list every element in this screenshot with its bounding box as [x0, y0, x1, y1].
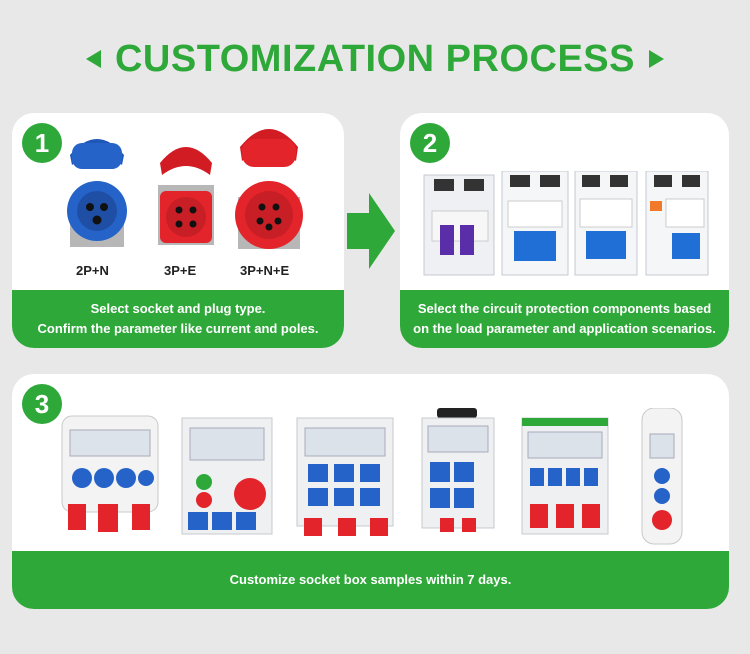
step-3-badge: 3: [22, 384, 62, 424]
step-2-line-2: on the load parameter and application sc…: [413, 321, 716, 336]
step-2-line-1: Select the circuit protection components…: [417, 301, 712, 316]
socket-box-2-icon: [181, 417, 273, 535]
red-socket-small-icon: [158, 147, 214, 245]
breaker-2-icon: [501, 171, 569, 276]
step-1-line-1: Select socket and plug type.: [90, 301, 266, 316]
step-1-card: 1 2P+N 3P+E 3P+N+E Select: [12, 113, 344, 348]
page-header: CUSTOMIZATION PROCESS: [0, 34, 750, 84]
next-step-arrow-icon: [347, 193, 395, 269]
socket-box-6-icon: [641, 408, 683, 545]
step-3-card: 3: [12, 374, 729, 609]
breaker-3-icon: [574, 171, 638, 276]
step-1-description: Select socket and plug type. Confirm the…: [12, 290, 344, 348]
step-3-description: Customize socket box samples within 7 da…: [12, 551, 729, 609]
step-2-description: Select the circuit protection components…: [400, 290, 729, 348]
plug-label-2p-n: 2P+N: [76, 263, 109, 278]
step-2-card: 2: [400, 113, 729, 348]
socket-box-3-icon: [296, 417, 394, 536]
plug-label-3p-n-e: 3P+N+E: [240, 263, 290, 278]
circuit-breaker-icons: [423, 171, 709, 276]
socket-box-4-icon: [421, 408, 495, 532]
breaker-1-icon: [423, 174, 495, 276]
breaker-4-icon: [645, 171, 709, 276]
step-3-line-1: Customize socket box samples within 7 da…: [229, 572, 512, 587]
step-1-badge: 1: [22, 123, 62, 163]
blue-socket-icon: [67, 139, 127, 247]
step-1-line-2: Confirm the parameter like current and p…: [37, 321, 319, 336]
red-socket-large-icon: [235, 129, 303, 249]
socket-box-5-icon: [521, 417, 609, 535]
page-title: CUSTOMIZATION PROCESS: [114, 37, 635, 80]
left-arrow-icon: [85, 50, 101, 68]
socket-box-1-icon: [61, 415, 159, 532]
right-arrow-icon: [649, 50, 664, 68]
step-2-badge: 2: [410, 123, 450, 163]
socket-box-samples: [61, 408, 683, 545]
plug-label-3p-e: 3P+E: [164, 263, 197, 278]
